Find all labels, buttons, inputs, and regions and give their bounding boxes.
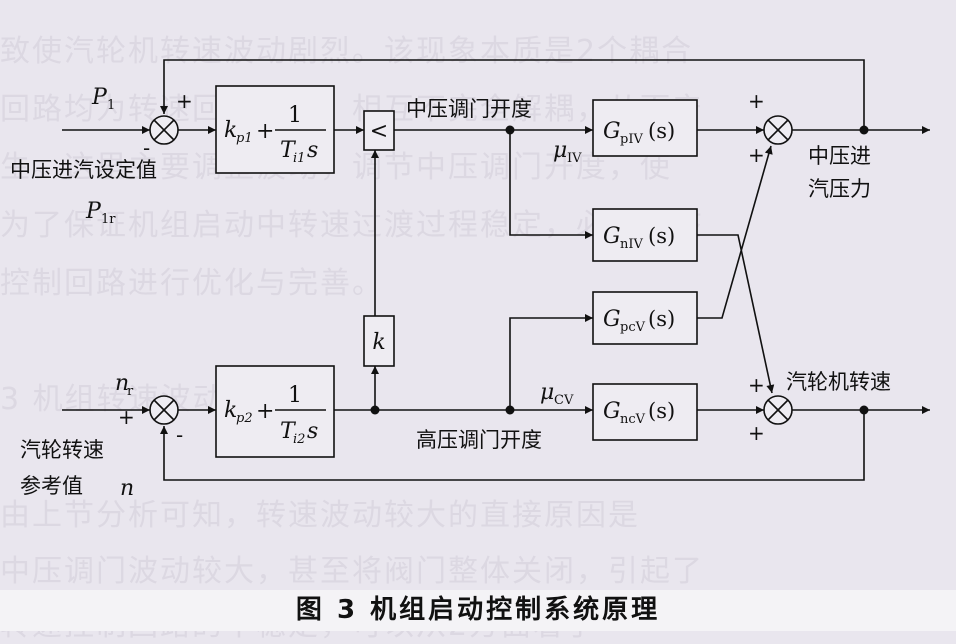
- summing-junction-speed-error: [149, 395, 179, 425]
- pi2-den-sub: i2: [293, 432, 305, 447]
- g-ncv-sub: ncV: [620, 412, 646, 427]
- pi2-den-s: s: [307, 419, 318, 444]
- line-gniv-to-sum4: [697, 234, 775, 394]
- label-mu-iv: μ: [553, 138, 567, 163]
- figure-caption: 图 3 机组启动控制系统原理: [295, 595, 661, 625]
- pi2-numerator: 1: [288, 383, 302, 408]
- label-speed-ref-line2: 参考值: [20, 474, 83, 498]
- line-branch-to-gniv: [509, 130, 593, 239]
- line-branch-to-gpcv: [509, 314, 593, 410]
- min-selector-symbol: <: [370, 119, 388, 144]
- g-niv-arg: (s): [648, 224, 675, 248]
- sign-minus: -: [176, 423, 183, 447]
- label-ip-valve-opening: 中压调门开度: [406, 97, 532, 121]
- junction-dot: [505, 405, 515, 415]
- pi1-plus: +: [256, 119, 274, 144]
- block-g-niv: G nIV (s): [592, 208, 698, 262]
- line-pressure-feedback: [160, 59, 865, 130]
- label-n: n: [120, 476, 134, 501]
- pi1-gain: k: [224, 118, 237, 143]
- g-pcv-arg: (s): [648, 307, 675, 331]
- label-hp-valve-opening: 高压调门开度: [416, 428, 542, 452]
- block-g-pcv: G pcV (s): [592, 291, 698, 345]
- label-p1r-sub: 1r: [101, 212, 116, 227]
- pi1-den-sub: i1: [293, 151, 305, 166]
- bg-text-line: 由上节分析可知，转速波动较大的直接原因是: [0, 498, 640, 533]
- pi2-gain: k: [224, 398, 237, 423]
- pi1-gain-sub: p1: [236, 131, 253, 146]
- label-turbine-speed: 汽轮机转速: [786, 370, 891, 394]
- g-pcv-g: G: [603, 307, 621, 332]
- bg-text-line: 控制回路进行优化与完善。: [0, 266, 384, 301]
- summing-junction-pressure-error: [149, 115, 179, 145]
- label-nr: n: [115, 371, 129, 396]
- block-g-piv: G pIV (s): [592, 99, 698, 157]
- bg-text-line: 致使汽轮机转速波动剧烈。该现象本质是2个耦合: [0, 34, 694, 69]
- min-selector-block: <: [363, 110, 395, 151]
- sign-plus: +: [748, 421, 765, 445]
- pi-controller-pressure: k p1 + 1 T i1 s: [215, 85, 335, 174]
- label-mu-cv-sub: CV: [554, 393, 574, 408]
- g-piv-arg: (s): [648, 119, 675, 143]
- k-gain-block: k: [363, 315, 395, 367]
- pi2-gain-sub: p2: [236, 411, 253, 426]
- g-piv-g: G: [603, 119, 621, 144]
- label-nr-sub: r: [127, 384, 134, 399]
- g-ncv-arg: (s): [648, 399, 675, 423]
- pi2-plus: +: [256, 399, 274, 424]
- label-ip-setpoint: 中压进汽设定值: [10, 158, 157, 182]
- junction-dot: [859, 125, 869, 135]
- caption-bar: [0, 590, 956, 631]
- sign-plus: +: [748, 143, 765, 167]
- pi1-numerator: 1: [288, 103, 302, 128]
- junction-dot: [859, 405, 869, 415]
- sign-plus: +: [748, 89, 765, 113]
- sign-plus: +: [748, 373, 765, 397]
- g-ncv-g: G: [603, 399, 621, 424]
- line-gpcv-to-sum3: [697, 145, 773, 319]
- bg-text-line: 回路均为转速回路调节，相互不完全解耦，从而产: [0, 92, 704, 127]
- label-p1r: P: [85, 199, 102, 224]
- pi1-den-s: s: [307, 138, 318, 163]
- g-niv-sub: nIV: [620, 237, 644, 252]
- label-mu-cv: μ: [540, 380, 554, 405]
- control-block-diagram: k p1 + 1 T i1 s k p2 + 1 T i2 s < k G pI…: [10, 59, 930, 501]
- label-p1-sub: 1: [107, 98, 115, 113]
- k-gain-symbol: k: [372, 330, 385, 355]
- junction-dot: [370, 405, 380, 415]
- g-pcv-sub: pcV: [620, 320, 646, 335]
- label-ip-pressure-line2: 汽压力: [808, 177, 871, 201]
- bg-text-line: 中压调门波动较大，甚至将阀门整体关闭，引起了: [0, 554, 704, 589]
- bg-text-line: 生。这里主要调整波动，调节中压调门开度，使: [0, 150, 672, 185]
- summing-junction-ip-pressure: [763, 115, 793, 145]
- g-niv-g: G: [603, 224, 621, 249]
- sign-minus: -: [143, 136, 150, 160]
- block-g-ncv: G ncV (s): [592, 383, 698, 441]
- g-piv-sub: pIV: [620, 132, 643, 147]
- sign-plus: +: [118, 405, 135, 429]
- pi-controller-speed: k p2 + 1 T i2 s: [215, 365, 335, 458]
- sign-plus: +: [176, 89, 193, 113]
- label-speed-ref-line1: 汽轮转速: [20, 438, 104, 462]
- junction-dot: [505, 125, 515, 135]
- label-ip-pressure-line1: 中压进: [808, 144, 871, 168]
- label-mu-iv-sub: IV: [567, 151, 582, 166]
- summing-junction-turbine-speed: [763, 395, 793, 425]
- line-speed-feedback: [160, 410, 865, 481]
- signal-lines: [62, 59, 930, 481]
- label-p1: P: [91, 85, 108, 110]
- pi1-den-t: T: [280, 138, 297, 163]
- pi2-den-t: T: [280, 419, 297, 444]
